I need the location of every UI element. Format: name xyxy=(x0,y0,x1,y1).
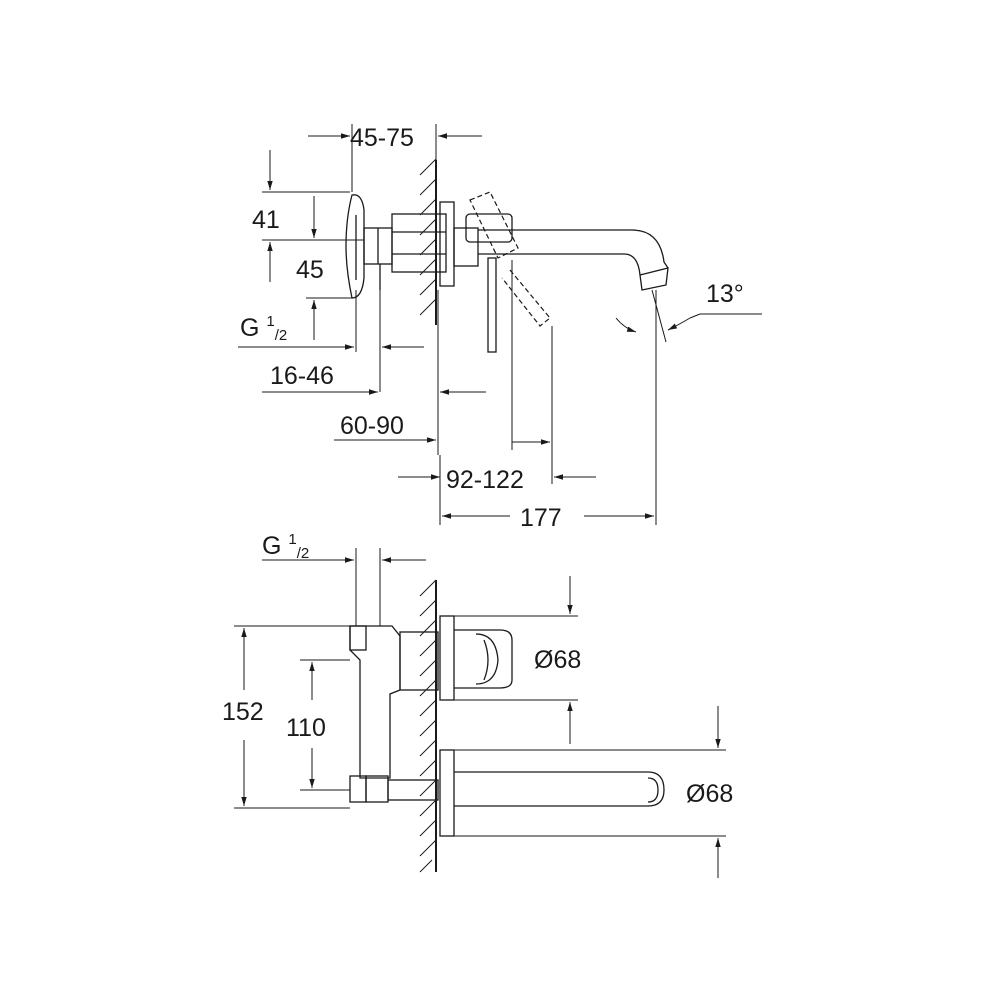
rosette-left xyxy=(345,194,365,299)
dim-60-90: 60-90 xyxy=(340,412,404,440)
concealed-body xyxy=(349,625,401,779)
dim-45-75: 45-75 xyxy=(350,124,414,152)
spout xyxy=(478,229,669,269)
side-view: 45-75 41 45 G 1/2 16-46 60-90 92-12 xyxy=(238,124,762,532)
wall-hatch-top xyxy=(419,158,437,325)
lever-stem xyxy=(487,257,497,353)
dim-110: 110 xyxy=(286,714,326,742)
dim-16-46: 16-46 xyxy=(270,362,334,390)
spout-plate xyxy=(439,749,455,837)
handle xyxy=(454,629,513,689)
wall-hatch-bottom xyxy=(419,579,437,873)
angle-13: 13° xyxy=(706,280,744,308)
dim-45: 45 xyxy=(296,256,324,284)
plan-view: G 1/2 152 110 Ø68 Ø68 xyxy=(222,531,733,878)
lever xyxy=(465,213,513,243)
diameter-spout: Ø68 xyxy=(686,780,733,808)
thread-label-bottom: G 1/2 xyxy=(262,531,309,562)
dim-177: 177 xyxy=(520,504,562,532)
spout-plan xyxy=(454,771,665,807)
dim-152: 152 xyxy=(222,698,264,726)
connection-body xyxy=(391,213,447,273)
handle-plate xyxy=(439,615,455,701)
lever-dashed xyxy=(469,191,519,259)
thread-label-top: G 1/2 xyxy=(240,313,287,344)
diameter-handle: Ø68 xyxy=(534,646,581,674)
dim-92-122: 92-122 xyxy=(446,466,524,494)
dim-41: 41 xyxy=(252,206,280,234)
